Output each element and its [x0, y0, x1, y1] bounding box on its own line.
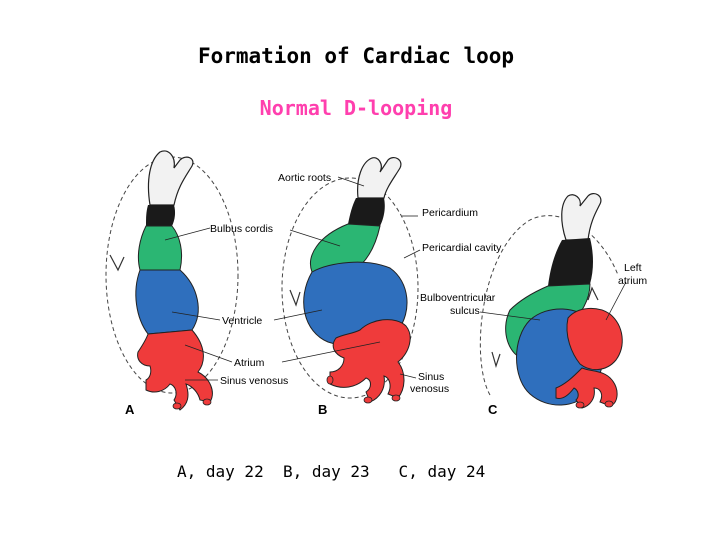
label-venosus: venosus [410, 383, 449, 395]
figure-caption: A, day 22 B, day 23 C, day 24 [177, 462, 486, 481]
page-subtitle: Normal D-looping [259, 96, 453, 120]
label-atrium: Atrium [234, 357, 265, 369]
label-sinus-venosus: Sinus venosus [220, 375, 288, 387]
panel-label-b: B [318, 402, 327, 417]
label-bulbus-cordis: Bulbus cordis [210, 223, 273, 235]
page-title: Formation of Cardiac loop [197, 44, 515, 68]
panel-label-a: A [125, 402, 135, 417]
label-ventricle: Ventricle [222, 315, 262, 327]
heart-tube-b [273, 156, 419, 404]
label-aortic-roots: Aortic roots [278, 172, 331, 184]
label-bulboventricular: Bulboventricular [420, 292, 496, 304]
label-pericardial-cavity: Pericardial cavity [422, 242, 502, 254]
label-pericardium: Pericardium [422, 207, 478, 219]
label-sinus: Sinus [418, 371, 444, 383]
label-sulcus: sulcus [450, 305, 480, 317]
panel-label-c: C [488, 402, 498, 417]
heart-tube-c [402, 192, 627, 409]
heart-tube-a [105, 150, 239, 411]
label-left: Left [624, 262, 642, 274]
label-left-atrium: atrium [618, 275, 647, 287]
